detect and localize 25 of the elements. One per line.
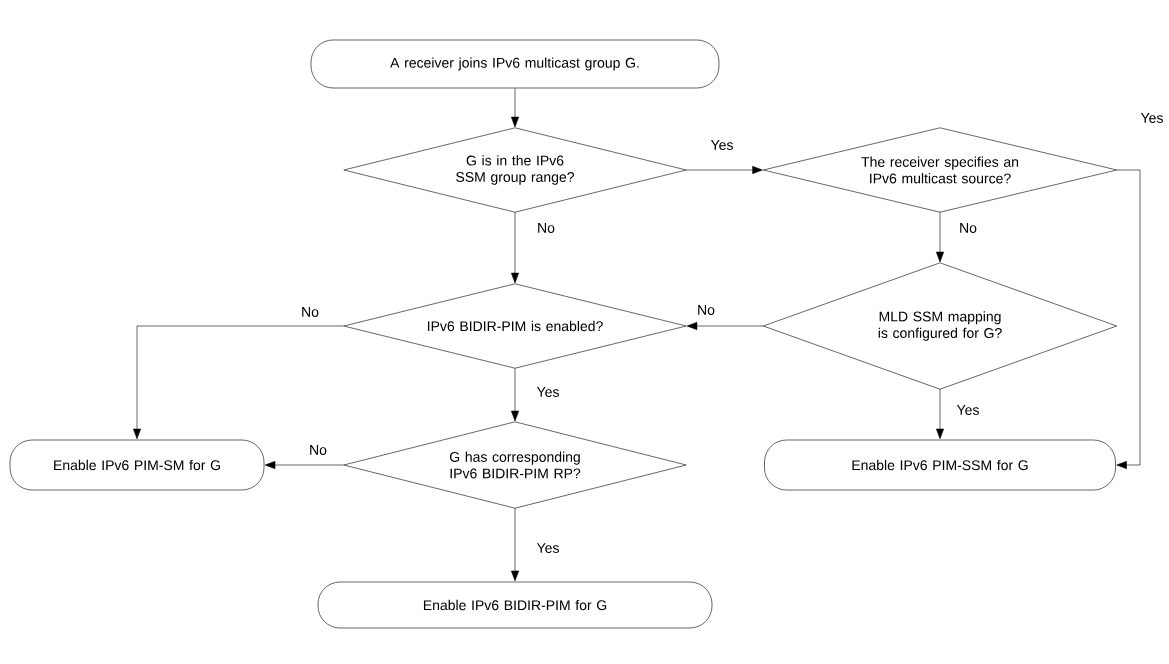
terminal-box: Enable IPv6 PIM-SSM for G xyxy=(764,439,1116,491)
arrow xyxy=(685,166,763,174)
arrow xyxy=(511,211,519,284)
terminal-box: Enable IPv6 BIDIR-PIM for G xyxy=(317,581,713,629)
arrow xyxy=(936,211,944,263)
arrow xyxy=(936,388,944,440)
edge-label: Yes xyxy=(535,386,561,398)
arrow xyxy=(511,507,519,582)
edge-label: No xyxy=(536,222,556,234)
terminal-box: A receiver joins IPv6 multicast group G. xyxy=(310,39,720,89)
edge-label: No xyxy=(300,306,320,318)
edge-label: Yes xyxy=(1139,112,1165,124)
edge-label: No xyxy=(696,304,716,316)
arrow xyxy=(133,325,345,440)
edge-label: Yes xyxy=(709,139,735,151)
arrow xyxy=(264,461,345,469)
edge-label: No xyxy=(308,444,328,456)
edge-label: Yes xyxy=(955,404,981,416)
arrow xyxy=(1116,169,1141,469)
arrow xyxy=(511,367,519,422)
arrow xyxy=(686,322,764,330)
edge-label: Yes xyxy=(535,542,561,554)
arrow xyxy=(511,88,519,128)
terminal-box: Enable IPv6 PIM-SM for G xyxy=(9,439,265,491)
edge-label: No xyxy=(958,222,978,234)
